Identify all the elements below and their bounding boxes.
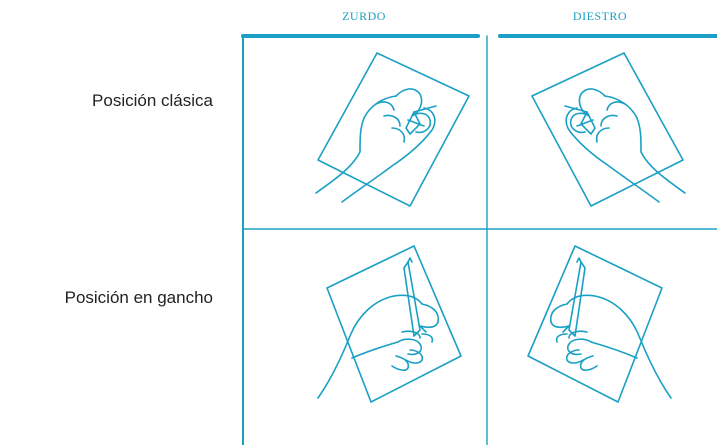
right-hand-classic-grip-icon <box>531 52 686 207</box>
row-label-posicion-en-gancho: Posición en gancho <box>64 288 213 307</box>
column-header-diestro: DIESTRO <box>572 9 628 23</box>
left-hand-hook-grip-icon <box>317 245 462 403</box>
column-header-zurdo: ZURDO <box>342 9 386 23</box>
row-label-posicion-clasica: Posición clásica <box>92 91 213 110</box>
grid-lines <box>241 34 717 445</box>
right-hand-hook-grip-icon <box>527 245 672 403</box>
left-hand-classic-grip-icon <box>315 52 470 207</box>
